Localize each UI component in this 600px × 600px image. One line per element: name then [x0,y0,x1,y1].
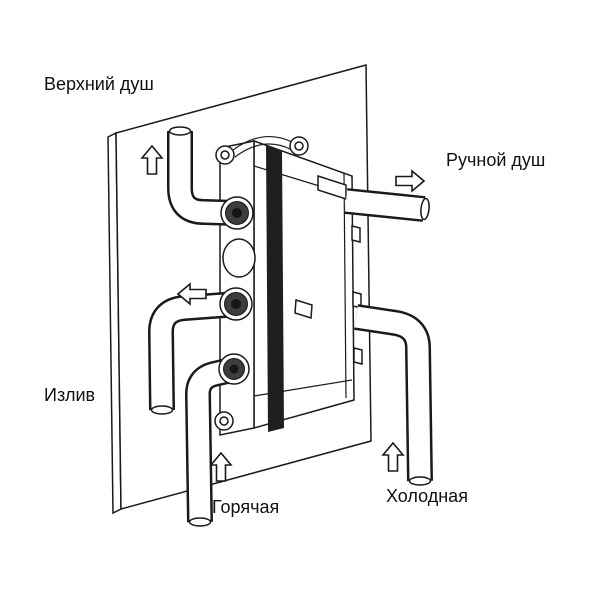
pipes [148,126,433,527]
valve-strap [266,145,284,432]
pipe-spout [148,291,239,415]
flow-arrow-top-shower-icon [140,144,164,175]
flow-arrows [140,144,426,482]
valve-top-plate [317,174,347,201]
label-spout: Излив [44,385,96,405]
pipe-hand-shower [344,188,430,222]
pipe-cold [354,304,433,486]
pipe-top-shower [167,126,239,226]
valve-ports [218,196,254,385]
label-hot: Горячая [212,497,280,517]
pipe-hot [185,356,239,527]
mounting-ear-top-right [289,136,309,156]
label-top-shower: Верхний душ [44,74,154,94]
mounting-ear-bottom [214,411,234,431]
label-cold: Холодная [386,486,468,506]
port-hot [218,353,250,385]
valve-clip [294,299,313,319]
cartridge-opening [222,238,256,278]
flow-arrow-cold-icon [381,441,405,472]
port-spout [219,287,253,321]
flow-arrow-hot-icon [209,451,233,482]
valve-body [214,136,363,436]
flow-arrow-spout-icon [176,282,207,306]
port-top-shower [220,196,254,230]
mounting-ear-top-left [215,145,235,165]
flow-arrow-hand-shower-icon [395,169,426,193]
label-hand-shower: Ручной душ [446,150,546,170]
